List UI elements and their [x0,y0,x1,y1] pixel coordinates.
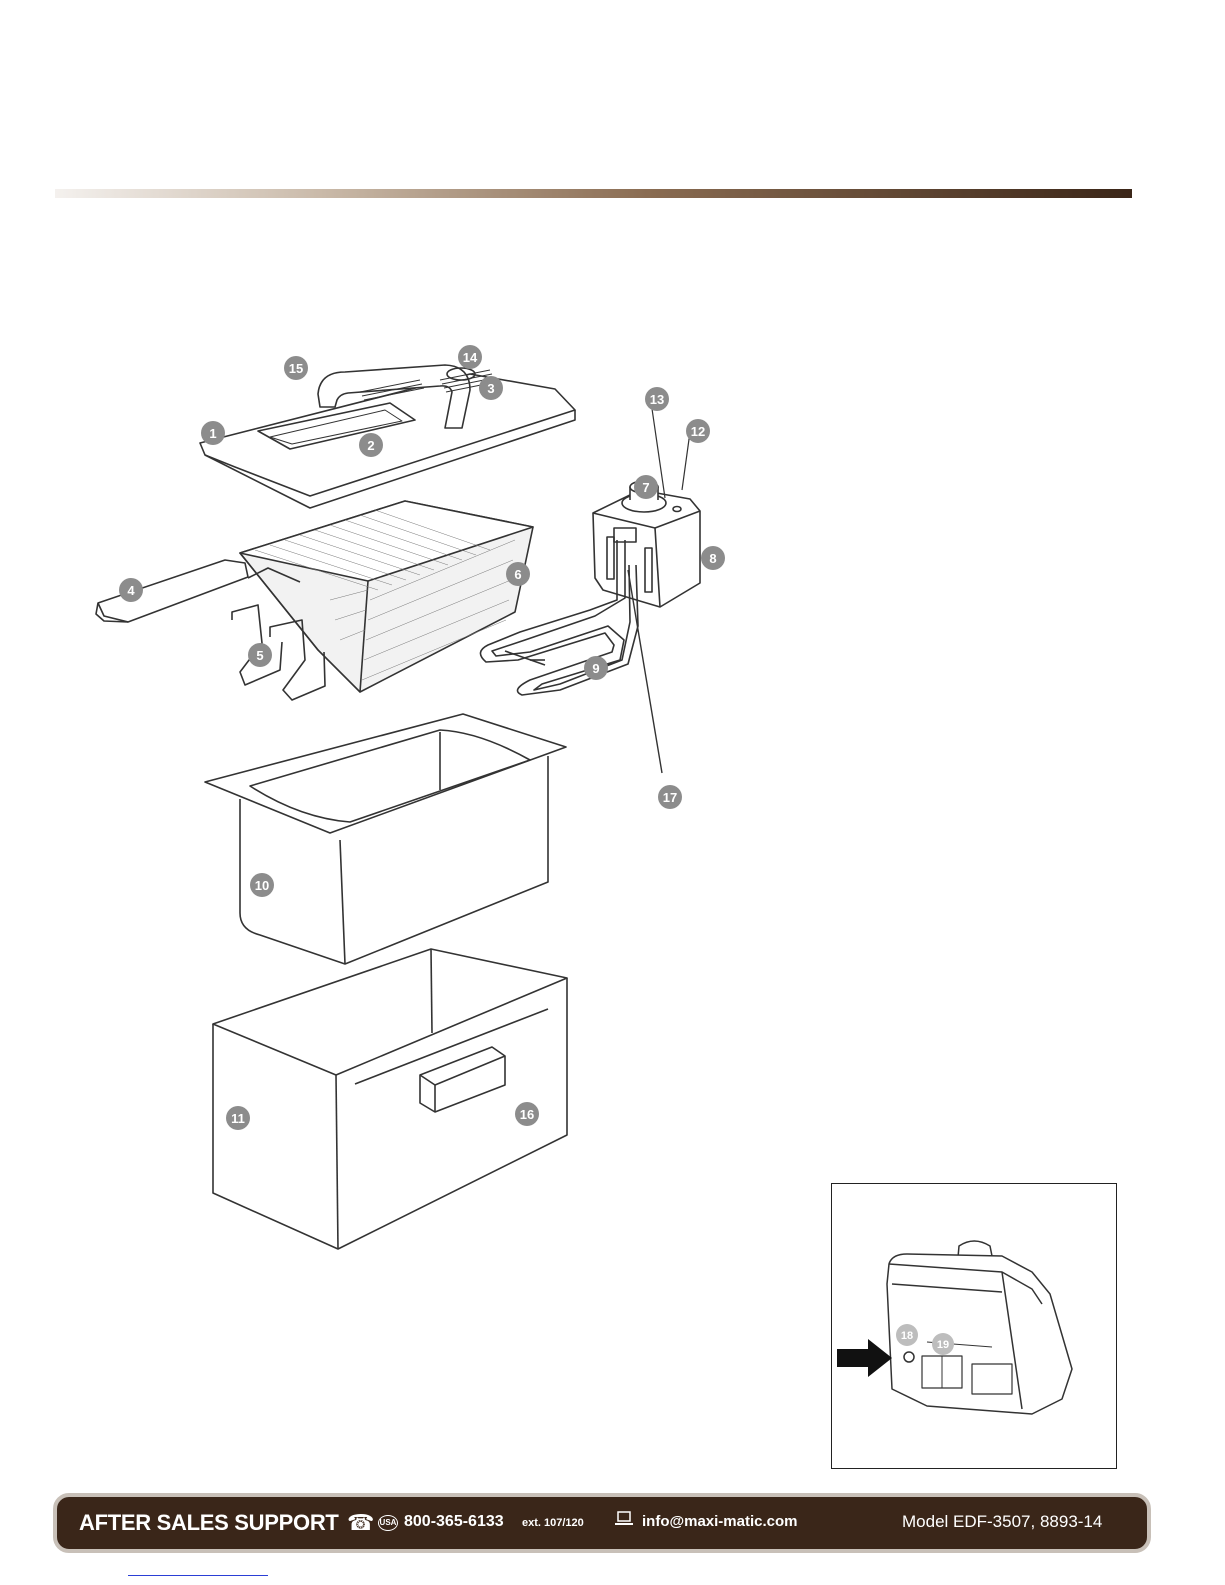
svg-text:14: 14 [463,350,478,365]
callout-6: 6 [506,562,530,586]
svg-text:2: 2 [367,438,374,453]
inset-callout-19: 19 [932,1333,954,1355]
svg-text:10: 10 [255,878,269,893]
svg-text:12: 12 [691,424,705,439]
telephone-icon: ☎ [347,1510,374,1536]
svg-text:16: 16 [520,1107,534,1122]
support-label: AFTER SALES SUPPORT [79,1510,339,1536]
svg-text:18: 18 [901,1330,913,1342]
callout-2: 2 [359,433,383,457]
outer-housing-part [213,949,567,1249]
arrow-pointer-icon [837,1339,892,1377]
callout-5: 5 [248,643,272,667]
svg-text:15: 15 [289,361,303,376]
svg-text:19: 19 [937,1339,949,1351]
bottom-link-underline [128,1575,268,1576]
model-number: Model EDF-3507, 8893-14 [902,1512,1102,1532]
usa-badge: USA [378,1515,398,1531]
basket-part [96,501,533,700]
support-phone: 800-365-6133 [404,1513,504,1531]
control-unit-back-drawing: 18 19 [832,1184,1118,1470]
lid-part [200,365,575,508]
svg-text:13: 13 [650,392,664,407]
inner-pot-part [205,714,566,964]
callout-4: 4 [119,578,143,602]
callout-10: 10 [250,873,274,897]
callout-3: 3 [479,376,503,400]
callout-12: 12 [686,419,710,443]
svg-text:9: 9 [592,661,599,676]
svg-text:1: 1 [209,426,216,441]
svg-text:7: 7 [642,480,649,495]
after-sales-support-footer: AFTER SALES SUPPORT ☎ USA 800-365-6133 e… [53,1493,1151,1553]
callout-13: 13 [645,387,669,411]
svg-text:3: 3 [487,381,494,396]
callout-11: 11 [226,1106,250,1130]
svg-text:5: 5 [256,648,263,663]
svg-text:4: 4 [127,583,135,598]
svg-text:6: 6 [514,567,521,582]
control-unit-back-inset: 18 19 [831,1183,1117,1469]
svg-text:8: 8 [709,551,716,566]
callout-17: 17 [658,785,682,809]
callout-16: 16 [515,1102,539,1126]
callout-7: 7 [634,475,658,499]
svg-text:17: 17 [663,790,677,805]
phone-extension: ext. 107/120 [522,1517,584,1529]
callout-9: 9 [584,656,608,680]
callout-8: 8 [701,546,725,570]
svg-text:11: 11 [231,1111,245,1126]
callout-14: 14 [458,345,482,369]
control-unit-part [593,481,700,607]
callout-1: 1 [201,421,225,445]
support-email: info@maxi-matic.com [642,1513,798,1530]
callout-15: 15 [284,356,308,380]
laptop-icon [614,1509,634,1529]
inset-callout-18: 18 [896,1324,918,1346]
